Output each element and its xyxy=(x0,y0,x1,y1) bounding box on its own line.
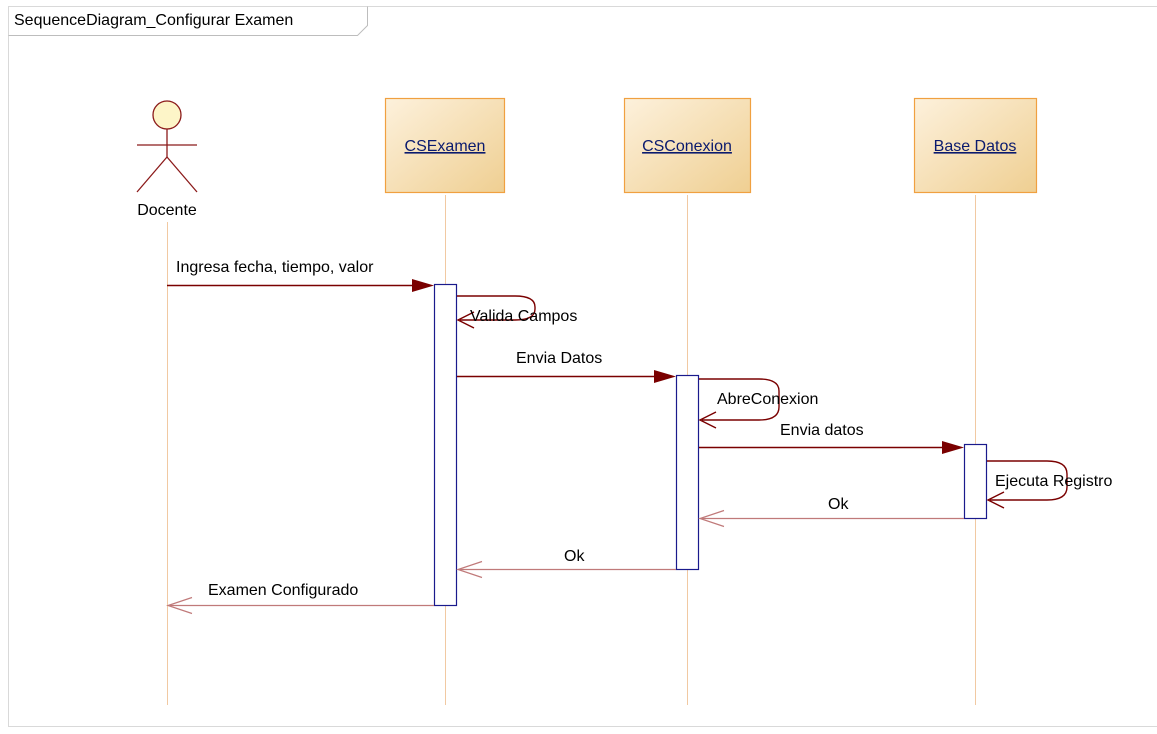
message-label: Ok xyxy=(828,496,849,513)
message-ejecuta-registro[interactable]: Ejecuta Registro xyxy=(987,461,1112,508)
activation-csexamen xyxy=(435,285,457,606)
message-envia-datos[interactable]: Envia Datos xyxy=(457,350,676,383)
frame-title: SequenceDiagram_Configurar Examen xyxy=(14,12,293,29)
message-label: Envia Datos xyxy=(516,350,602,367)
message-label: Ejecuta Registro xyxy=(995,473,1112,490)
actor-docente xyxy=(137,101,197,192)
message-label: AbreConexion xyxy=(717,391,818,408)
actor-right-leg xyxy=(167,157,197,192)
return-examen-configurado[interactable]: Examen Configurado xyxy=(168,582,434,614)
message-label: Envia datos xyxy=(780,422,864,439)
message-valida-campos[interactable]: Valida Campos xyxy=(457,296,577,328)
return-ok-db[interactable]: Ok xyxy=(700,496,964,527)
message-envia-datos-db[interactable]: Envia datos xyxy=(699,422,964,454)
lifeline-label: CSConexion xyxy=(642,138,732,155)
lifeline-box-basedatos[interactable]: Base Datos xyxy=(915,99,1037,193)
actor-head xyxy=(153,101,181,129)
lifeline-label: CSExamen xyxy=(405,138,486,155)
message-label: Ok xyxy=(564,548,585,565)
message-ingresa[interactable]: Ingresa fecha, tiempo, valor xyxy=(167,259,434,292)
actor-label: Docente xyxy=(137,202,197,219)
message-abre-conexion[interactable]: AbreConexion xyxy=(699,379,818,428)
activation-csconexion xyxy=(677,376,699,570)
message-label: Examen Configurado xyxy=(208,582,358,599)
message-label: Valida Campos xyxy=(470,308,577,325)
return-ok-conexion[interactable]: Ok xyxy=(458,548,676,578)
lifeline-label: Base Datos xyxy=(934,138,1017,155)
lifeline-box-csexamen[interactable]: CSExamen xyxy=(386,99,505,193)
activation-basedatos xyxy=(965,445,987,519)
message-label: Ingresa fecha, tiempo, valor xyxy=(176,259,374,276)
lifeline-box-csconexion[interactable]: CSConexion xyxy=(625,99,751,193)
actor-left-leg xyxy=(137,157,167,192)
